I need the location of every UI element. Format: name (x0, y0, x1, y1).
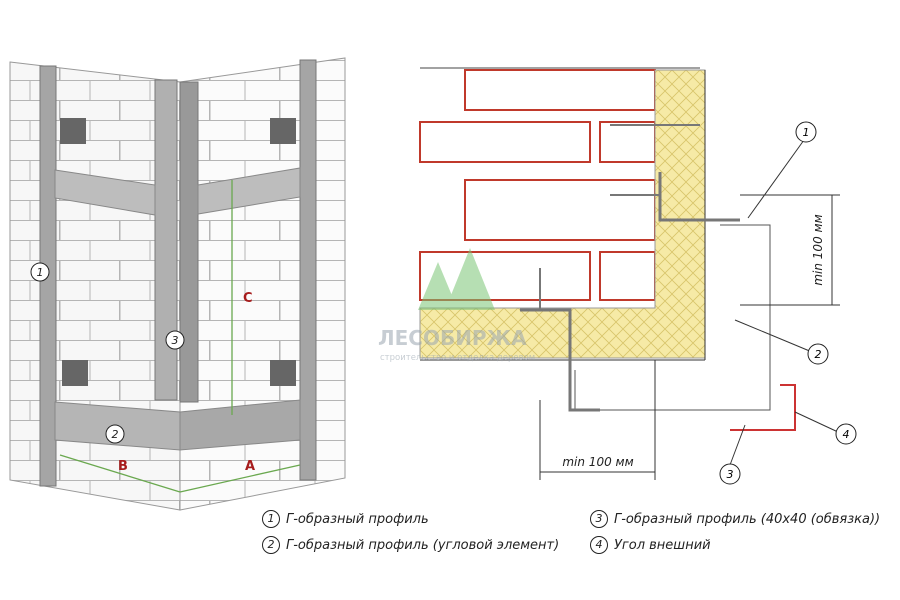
legend-number: 3 (590, 510, 608, 528)
legend-item-3: 3 Г-образный профиль (40х40 (обвязка)) (590, 510, 880, 528)
vertical-profile-corner (154, 79, 178, 401)
callout-circle (30, 262, 50, 282)
callout-3-right: 3 (727, 468, 734, 481)
dim-label-a: A (245, 459, 255, 474)
dim-vertical-label: min 100 мм (811, 214, 825, 285)
bracket-icon (270, 360, 296, 386)
dim-label-b: B (118, 459, 128, 474)
legend-number: 1 (262, 510, 280, 528)
legend-text: Угол внешний (614, 537, 711, 553)
legend-number: 2 (262, 536, 280, 554)
bracket-icon (270, 118, 296, 144)
horizontal-rail-upper-left (54, 169, 156, 216)
brick-masonry (420, 68, 655, 308)
legend-number: 4 (590, 536, 608, 554)
section-plan-view: min 100 мм min 100 мм 1 2 3 4 (419, 67, 857, 485)
legend-item-1: 1 Г-образный профиль (262, 510, 429, 528)
tree-logo-icon (445, 248, 495, 310)
corner-3d-view: C B A 1 3 2 (9, 57, 346, 511)
watermark-tagline: строительство и отделка деревом (380, 353, 535, 363)
outer-corner-profile (730, 384, 796, 431)
bracket-icon (60, 118, 86, 144)
callout-3-left: 3 (172, 334, 179, 347)
vertical-profile-corner-2 (179, 81, 199, 403)
callout-1-right: 1 (803, 126, 810, 139)
dim-horizontal-label: min 100 мм (562, 455, 633, 469)
legend-item-2: 2 Г-образный профиль (угловой элемент) (262, 536, 559, 554)
legend-text: Г-образный профиль (40х40 (обвязка)) (614, 511, 881, 527)
bracket-icon (62, 360, 88, 386)
callout-circle (105, 424, 125, 444)
tree-logo-icon (418, 262, 458, 310)
legend-text: Г-образный профиль (286, 511, 429, 527)
callout-1-left: 1 (37, 266, 44, 279)
profile-bracket-lower (520, 308, 600, 412)
legend-text: Г-образный профиль (угловой элемент) (286, 537, 560, 553)
legend-item-4: 4 Угол внешний (590, 536, 711, 554)
profile-bracket-upper (658, 172, 740, 222)
watermark-name: ЛЕСОБИРЖА (378, 326, 527, 350)
watermark: ЛЕСОБИРЖА строительство и отделка дерево… (378, 248, 535, 363)
dim-label-c: C (243, 291, 253, 306)
vertical-profile-right (299, 59, 317, 481)
dim-line-b (59, 454, 181, 493)
horizontal-rail-upper-right (197, 167, 301, 215)
horizontal-rail-lower-right (179, 399, 301, 451)
callout-4-right: 4 (843, 428, 850, 441)
callout-2-left: 2 (112, 428, 119, 441)
callout-circle (165, 330, 185, 350)
dim-line-a (179, 464, 301, 493)
callout-2-right: 2 (815, 348, 822, 361)
cladding-outline (574, 224, 771, 411)
